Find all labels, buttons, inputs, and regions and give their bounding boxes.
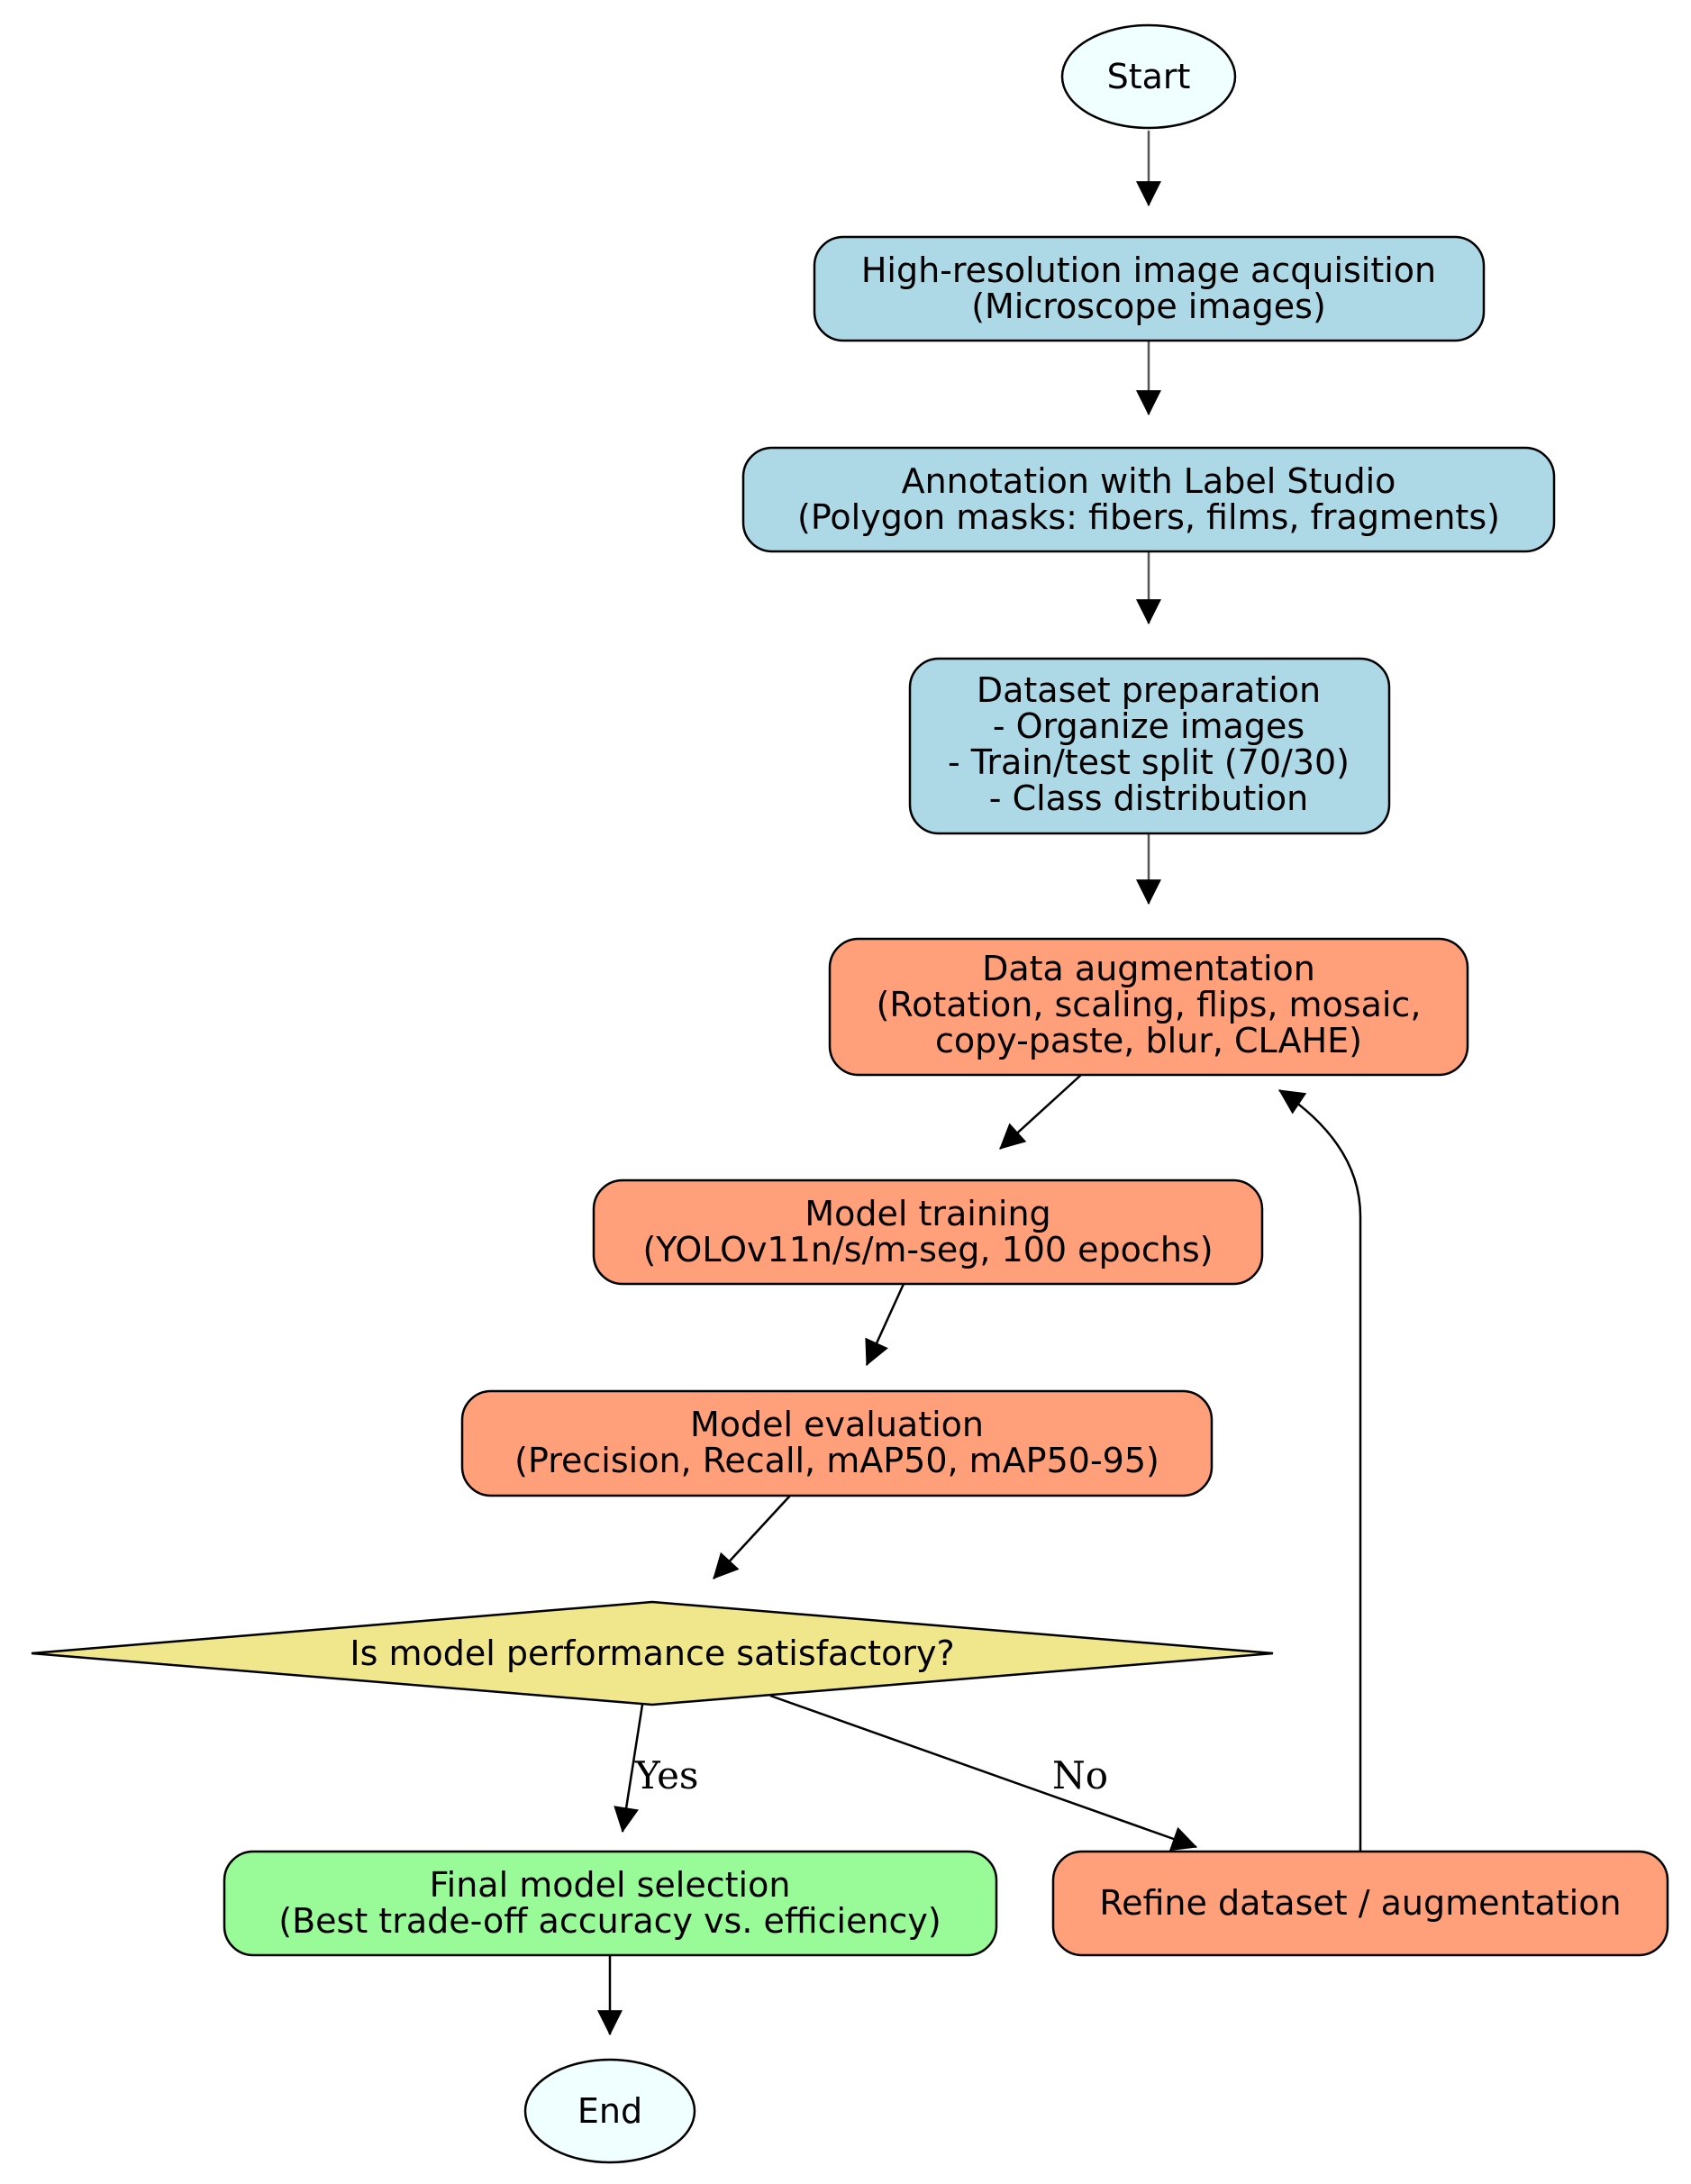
node-evaluation-label: Model evaluation(Precision, Recall, mAP5… <box>514 1405 1159 1480</box>
node-dataset-label: Dataset preparation- Organize images- Tr… <box>948 670 1350 818</box>
node-final-shape <box>223 1850 998 1957</box>
node-augmentation: Data augmentation(Rotation, scaling, fli… <box>828 937 1469 1077</box>
node-label-line: Start <box>1107 57 1191 96</box>
node-final-label: Final model selection(Best trade-off acc… <box>278 1865 941 1941</box>
edge-label-no: No <box>1052 1753 1108 1797</box>
node-label-line: Model training <box>805 1194 1050 1233</box>
edge-refine-to-augmentation <box>1278 1088 1362 1852</box>
node-training: Model training(YOLOv11n/s/m-seg, 100 epo… <box>592 1178 1264 1286</box>
node-evaluation: Model evaluation(Precision, Recall, mAP5… <box>460 1389 1214 1497</box>
node-acquisition-label: High-resolution image acquisition(Micros… <box>861 250 1436 326</box>
node-training-label: Model training(YOLOv11n/s/m-seg, 100 epo… <box>642 1194 1213 1269</box>
node-decision-label: Is model performance satisfactory? <box>350 1633 954 1673</box>
node-evaluation-shape <box>460 1389 1214 1497</box>
node-label-line: Dataset preparation <box>977 670 1321 710</box>
node-augmentation-shape <box>828 937 1469 1077</box>
node-start-label: Start <box>1107 57 1191 96</box>
node-augmentation-label: Data augmentation(Rotation, scaling, fli… <box>877 949 1422 1060</box>
node-final: Final model selection(Best trade-off acc… <box>223 1850 998 1957</box>
node-refine-label: Refine dataset / augmentation <box>1099 1883 1621 1923</box>
node-refine-shape <box>1051 1850 1669 1957</box>
node-label-line: Model evaluation <box>690 1405 984 1444</box>
node-start: Start <box>1060 23 1237 130</box>
node-label-line: Is model performance satisfactory? <box>350 1633 954 1673</box>
node-acquisition-shape <box>813 235 1486 342</box>
node-end-label: End <box>577 2091 642 2131</box>
node-annotation: Annotation with Label Studio(Polygon mas… <box>741 446 1556 553</box>
node-end: End <box>523 2058 696 2164</box>
edge-label-yes: Yes <box>634 1753 699 1797</box>
node-label-line: - Organize images <box>993 706 1305 746</box>
node-annotation-label: Annotation with Label Studio(Polygon mas… <box>797 461 1500 537</box>
node-decision: Is model performance satisfactory? <box>31 1600 1274 1706</box>
edge-decision-to-refine <box>769 1694 1198 1852</box>
node-label-line: (Polygon masks: fibers, films, fragments… <box>797 497 1500 537</box>
node-label-line: Annotation with Label Studio <box>902 461 1396 501</box>
node-label-line: (Best trade-off accuracy vs. efficiency) <box>278 1901 941 1941</box>
node-label-line: High-resolution image acquisition <box>861 250 1436 290</box>
node-end-shape <box>523 2058 696 2164</box>
node-dataset: Dataset preparation- Organize images- Tr… <box>908 657 1391 835</box>
node-label-line: Data augmentation <box>982 949 1315 988</box>
node-label-line: copy-paste, blur, CLAHE) <box>935 1021 1362 1060</box>
node-label-line: Final model selection <box>430 1865 791 1905</box>
node-label-line: (Rotation, scaling, flips, mosaic, <box>877 985 1422 1024</box>
node-decision-shape <box>31 1600 1274 1706</box>
node-label-line: (Precision, Recall, mAP50, mAP50-95) <box>514 1441 1159 1480</box>
node-label-line: (Microscope images) <box>971 287 1326 326</box>
edge-evaluation-to-decision <box>713 1495 791 1579</box>
node-label-line: (YOLOv11n/s/m-seg, 100 epochs) <box>642 1230 1213 1269</box>
node-label-line: End <box>577 2091 642 2131</box>
edge-training-to-evaluation <box>865 1283 905 1366</box>
edge-augmentation-to-training <box>999 1074 1082 1150</box>
node-refine: Refine dataset / augmentation <box>1051 1850 1669 1957</box>
node-annotation-shape <box>741 446 1556 553</box>
edge-decision-to-final <box>614 1704 644 1834</box>
node-label-line: Refine dataset / augmentation <box>1099 1883 1621 1923</box>
node-label-line: - Train/test split (70/30) <box>948 742 1350 782</box>
node-start-shape <box>1060 23 1237 130</box>
node-dataset-shape <box>908 657 1391 835</box>
node-label-line: - Class distribution <box>989 778 1308 818</box>
node-acquisition: High-resolution image acquisition(Micros… <box>813 235 1486 342</box>
node-training-shape <box>592 1178 1264 1286</box>
